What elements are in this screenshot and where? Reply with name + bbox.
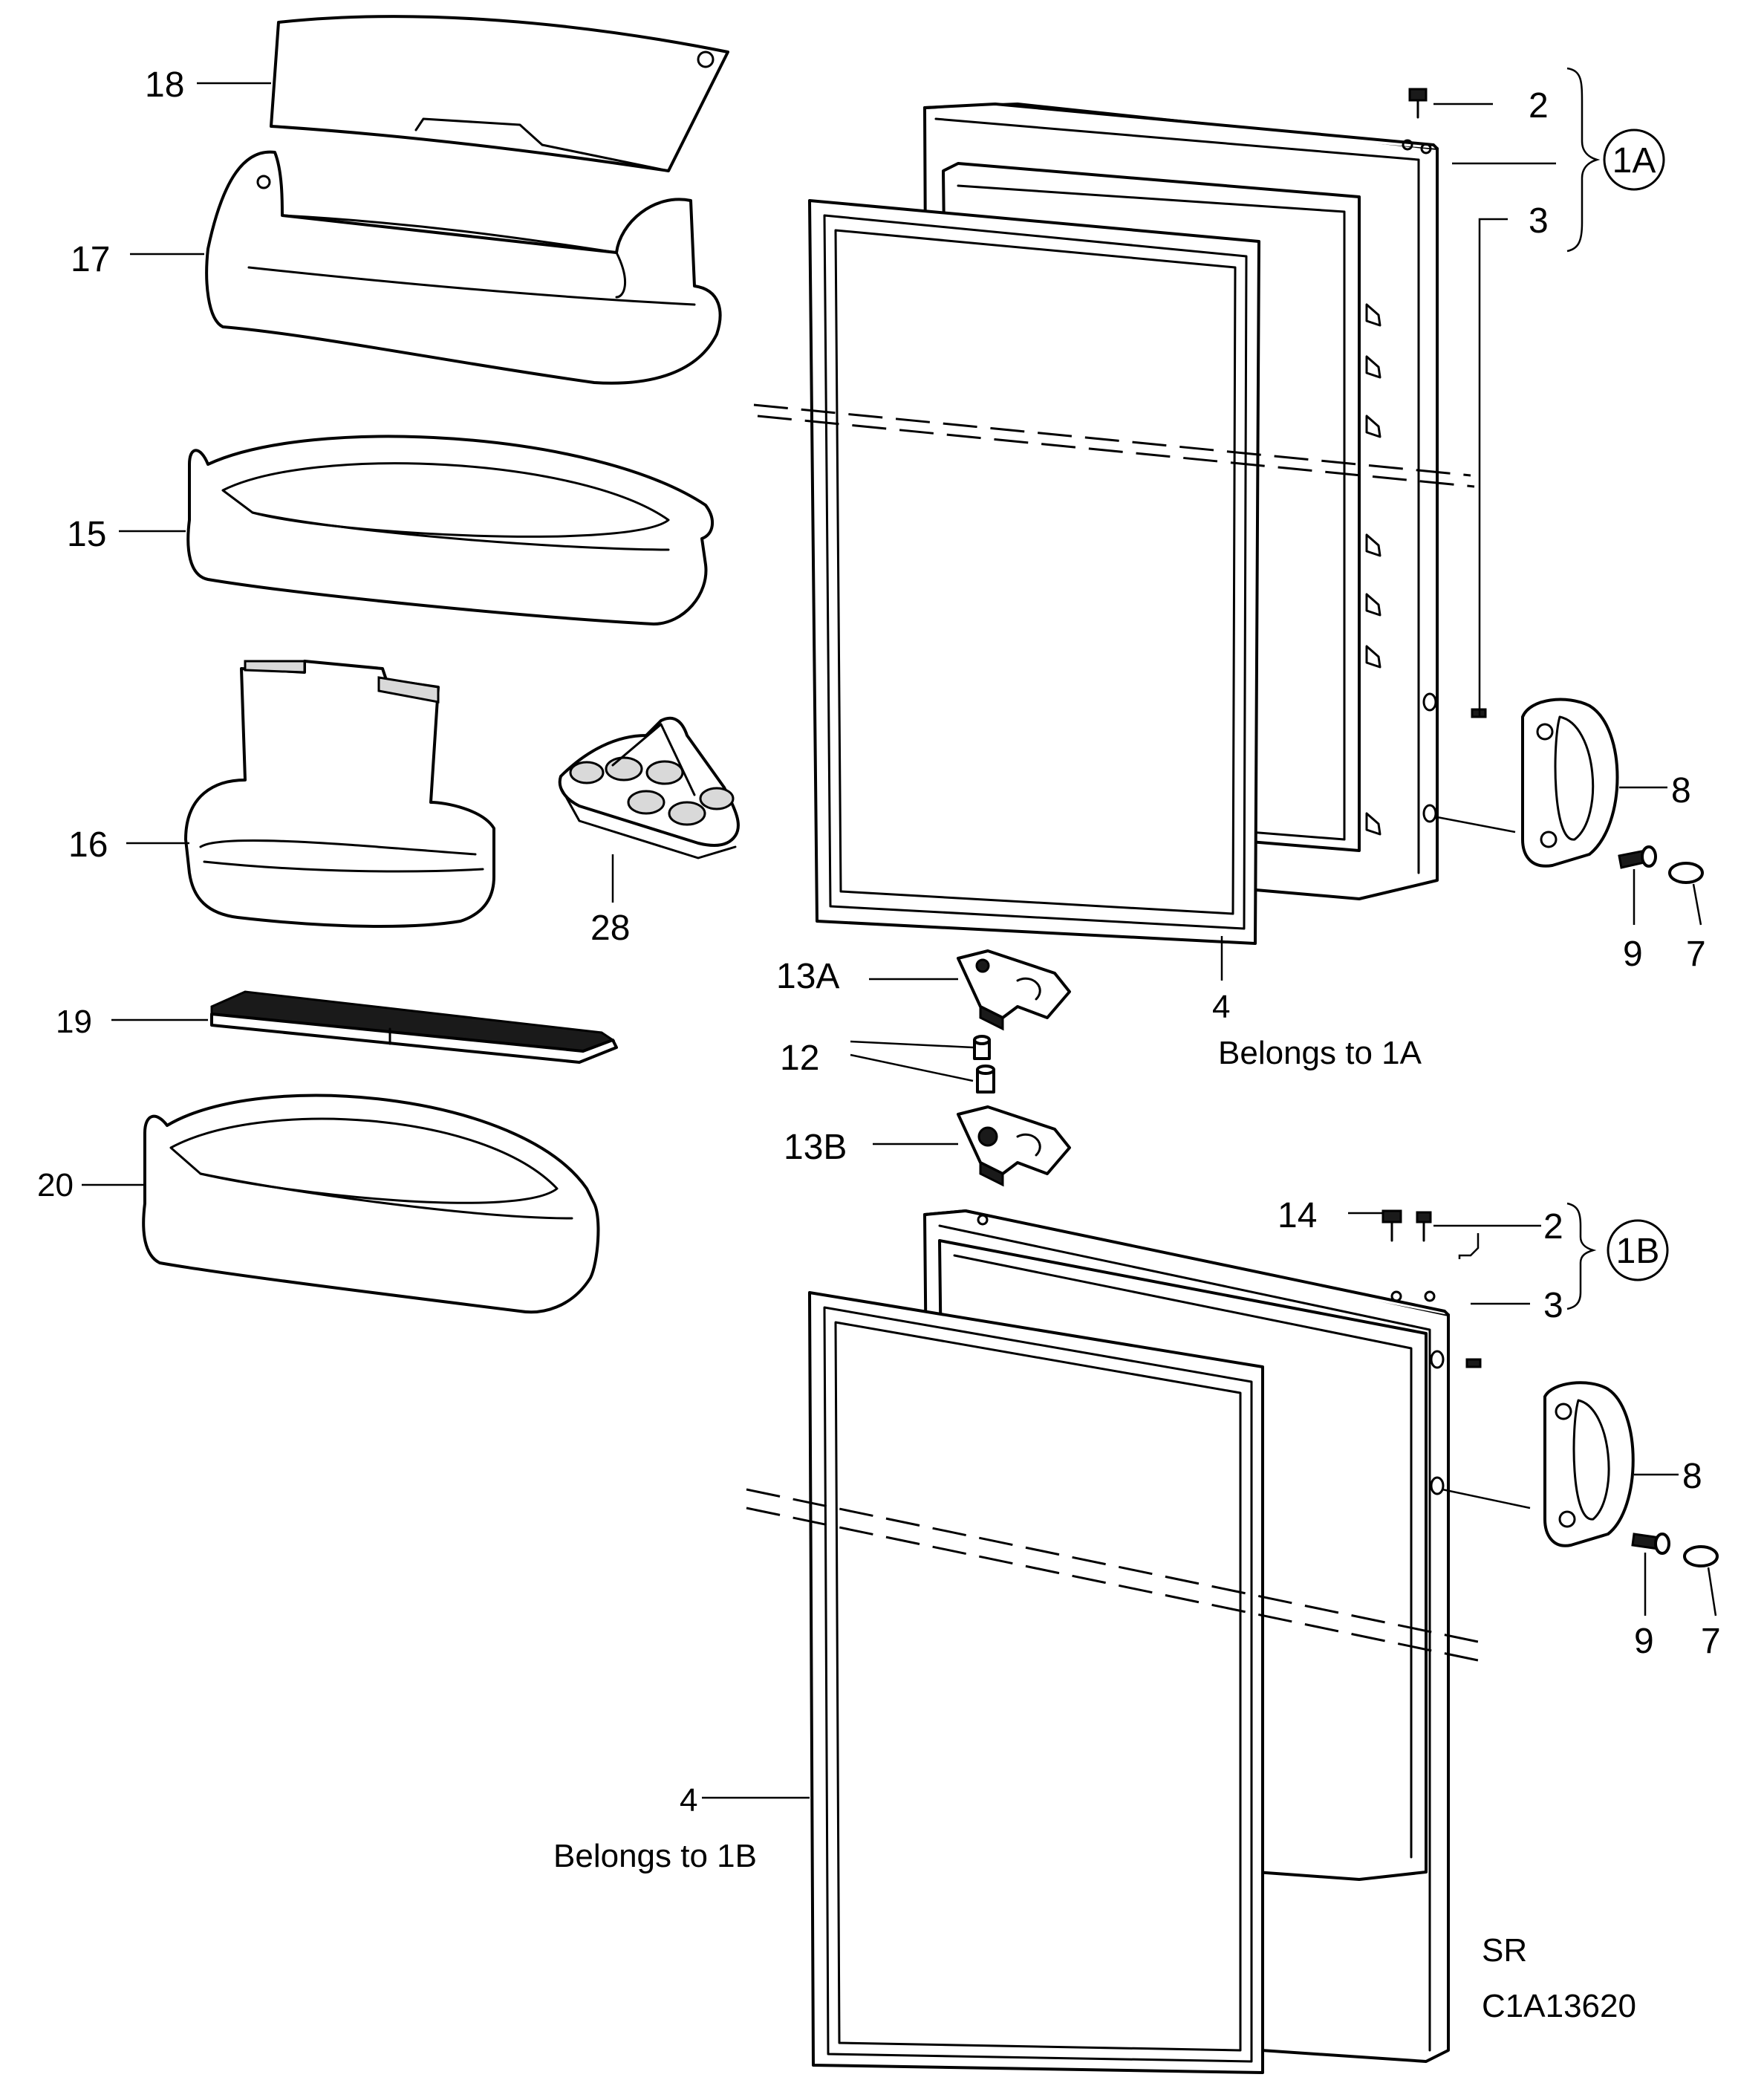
part-19-grid xyxy=(210,990,618,1064)
label-ref-1a: 1A xyxy=(1612,141,1656,181)
label-part-20: 20 xyxy=(37,1167,74,1203)
label-part-19: 19 xyxy=(56,1004,92,1040)
cut-line-lower-b xyxy=(746,1507,1479,1662)
label-part-13b: 13B xyxy=(784,1128,847,1167)
label-part-7-upper: 7 xyxy=(1686,935,1706,974)
label-part-2-upper: 2 xyxy=(1529,86,1549,126)
label-part-13a: 13A xyxy=(776,957,839,996)
label-part-8-lower: 8 xyxy=(1682,1457,1702,1496)
hardware-1b xyxy=(1381,1209,1719,1567)
label-drawing-code: C1A13620 xyxy=(1482,1988,1636,2024)
cut-line-upper-b xyxy=(757,415,1475,488)
part-18-lid xyxy=(270,15,729,172)
label-part-9-lower: 9 xyxy=(1634,1622,1654,1661)
ref-circle-1b: 1B xyxy=(1607,1219,1669,1281)
part-12-pin xyxy=(973,1035,995,1094)
label-part-4-upper: 4 xyxy=(1212,989,1230,1025)
label-part-16: 16 xyxy=(68,825,108,865)
lower-door-1b xyxy=(808,1209,1450,2074)
part-15-door-shelf xyxy=(186,435,714,625)
hardware-1a xyxy=(1408,88,1704,884)
label-ref-1b: 1B xyxy=(1616,1232,1660,1271)
part-20-shelf xyxy=(142,1094,600,1314)
label-part-9-upper: 9 xyxy=(1623,935,1643,974)
label-sr: SR xyxy=(1482,1932,1527,1969)
label-part-3-lower: 3 xyxy=(1543,1286,1563,1325)
label-part-2-lower: 2 xyxy=(1543,1207,1563,1247)
label-part-18: 18 xyxy=(145,65,184,105)
ref-circle-1a: 1A xyxy=(1603,129,1665,191)
label-part-3-upper: 3 xyxy=(1529,201,1549,241)
label-part-8-upper: 8 xyxy=(1671,771,1691,810)
part-28-egg-tray xyxy=(558,716,740,859)
label-belongs-to-1a: Belongs to 1A xyxy=(1218,1035,1422,1071)
part-17-bottle-shelf xyxy=(205,150,722,385)
label-part-7-lower: 7 xyxy=(1701,1622,1721,1661)
part-16-shelf xyxy=(184,660,495,928)
leader-lines xyxy=(82,82,1717,1799)
hinge-13b xyxy=(957,1105,1071,1187)
label-part-15: 15 xyxy=(67,515,106,554)
door-clips-1a xyxy=(1365,303,1381,836)
hinge-13a xyxy=(957,949,1071,1031)
upper-door-1a xyxy=(808,103,1439,945)
label-part-17: 17 xyxy=(71,240,110,279)
brace-1b xyxy=(1566,1202,1597,1310)
label-belongs-to-1b: Belongs to 1B xyxy=(553,1838,757,1874)
label-part-4-lower: 4 xyxy=(680,1782,697,1819)
cut-line-lower-a xyxy=(746,1488,1479,1643)
cut-line-upper-a xyxy=(753,403,1471,477)
label-part-12: 12 xyxy=(780,1039,819,1078)
label-part-28: 28 xyxy=(590,909,630,948)
label-part-14: 14 xyxy=(1278,1196,1317,1235)
brace-1a xyxy=(1566,67,1601,253)
